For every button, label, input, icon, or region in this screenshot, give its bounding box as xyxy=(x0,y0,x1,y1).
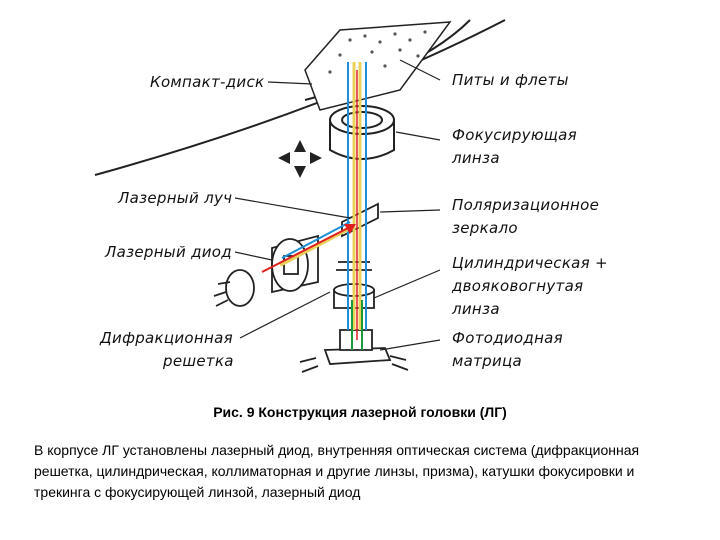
label-pits-flats: Питы и флеты xyxy=(452,71,569,89)
label-diff-grating-2: решетка xyxy=(162,352,234,370)
beam-arrow-head xyxy=(344,224,356,234)
focusing-lens xyxy=(329,105,395,160)
label-cyl-lens-2: двояковогнутая xyxy=(451,277,583,295)
movement-arrows-icon xyxy=(278,140,322,178)
photodiode-matrix xyxy=(299,329,409,373)
label-photodiode-1: Фотодиодная xyxy=(452,329,563,347)
disc-surface xyxy=(304,21,452,111)
label-laser-diode: Лазерный диод xyxy=(104,243,232,261)
label-cyl-lens-1: Цилиндрическая + xyxy=(452,254,608,272)
label-diff-grating-1: Дифракционная xyxy=(99,329,233,347)
label-laser-beam: Лазерный луч xyxy=(117,189,232,207)
label-compact-disc: Компакт-диск xyxy=(150,73,264,91)
figure-caption: Рис. 9 Конструкция лазерной головки (ЛГ) xyxy=(213,404,507,420)
label-polar-mirror-2: зеркало xyxy=(452,219,518,237)
label-polar-mirror-1: Поляризационное xyxy=(452,196,599,214)
laser-beams xyxy=(261,62,367,350)
label-photodiode-2: матрица xyxy=(452,352,522,370)
label-cyl-lens-3: линза xyxy=(451,300,500,318)
description-text: В корпусе ЛГ установлены лазерный диод, … xyxy=(34,442,640,500)
leader-lines xyxy=(234,59,441,351)
label-focus-lens-2: линза xyxy=(451,149,500,167)
laser-head-diagram: Компакт-диск Лазерный луч Лазерный диод … xyxy=(94,19,608,373)
label-focus-lens-1: Фокусирующая xyxy=(452,126,577,144)
